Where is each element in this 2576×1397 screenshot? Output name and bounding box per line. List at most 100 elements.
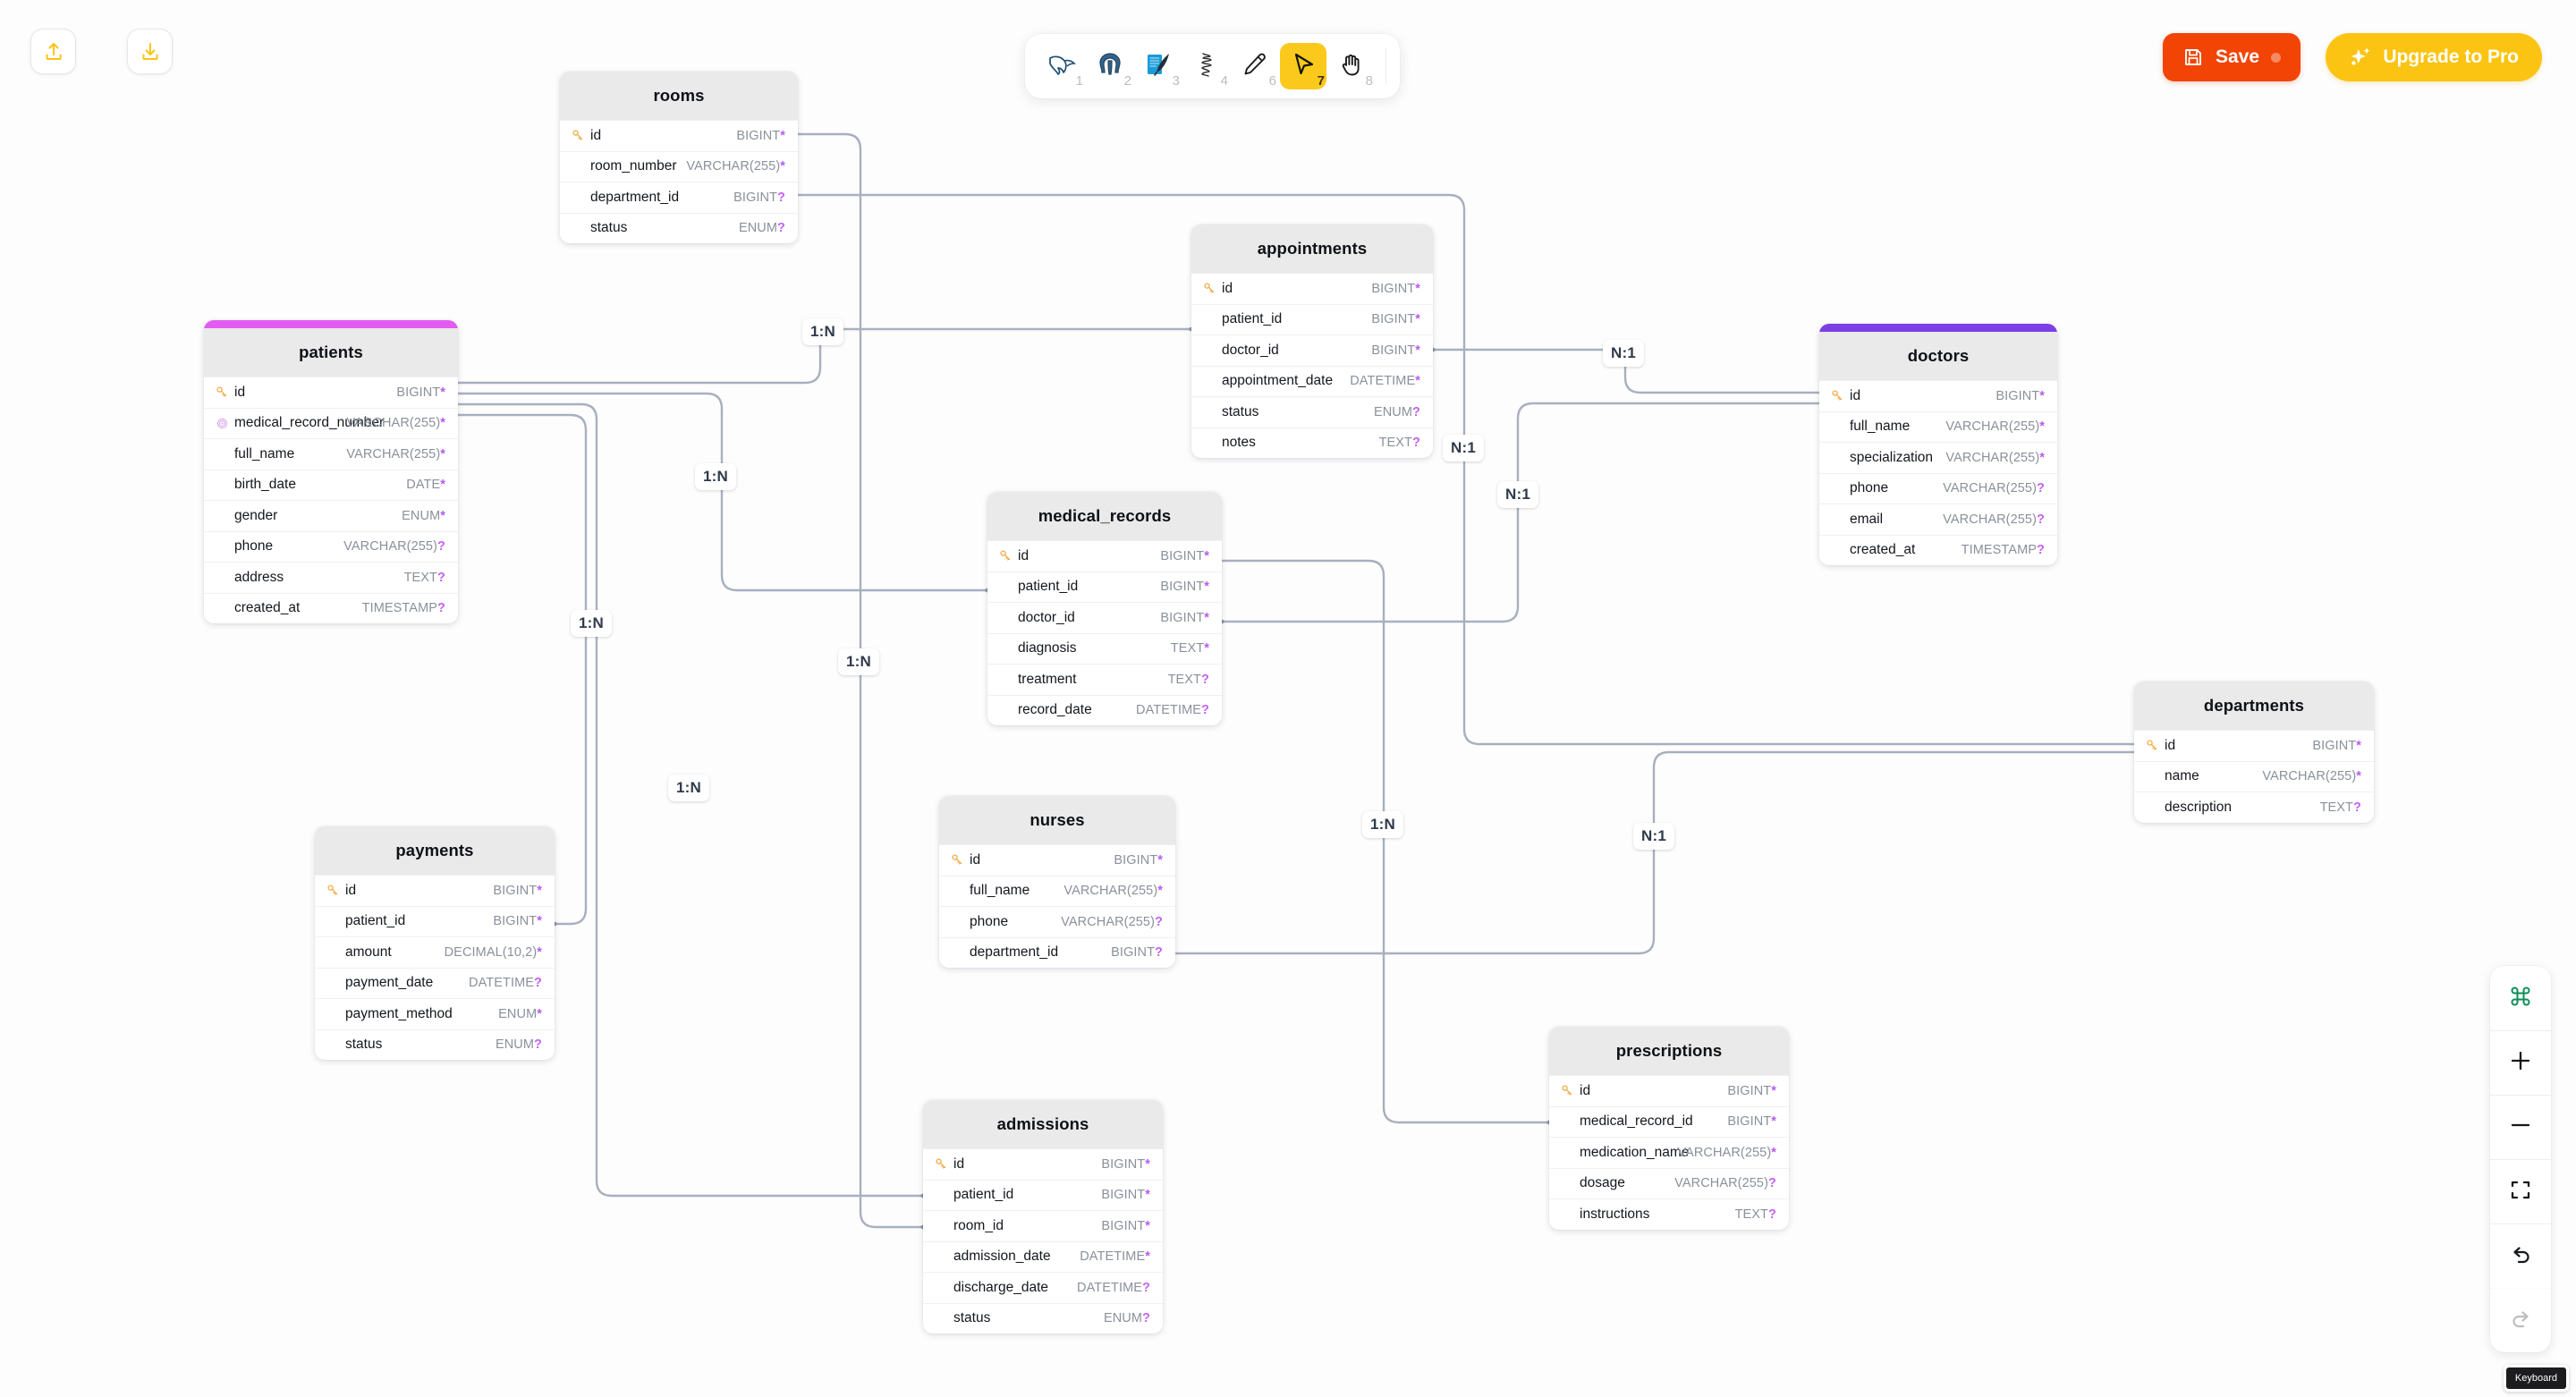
tool-shortcut-number: 7 bbox=[1317, 73, 1325, 89]
tool-sqlite[interactable]: 3 bbox=[1135, 43, 1182, 89]
column-name: full_name bbox=[970, 883, 1030, 899]
import-button[interactable] bbox=[30, 29, 76, 74]
rail-zoom-in-button[interactable] bbox=[2490, 1030, 2551, 1095]
sqlite-feather-icon bbox=[1145, 51, 1172, 82]
save-button[interactable]: Save bbox=[2162, 33, 2301, 81]
column-icon-empty bbox=[1832, 452, 1843, 463]
tool-draw[interactable]: 6 bbox=[1232, 43, 1278, 89]
column-type: DATETIME* bbox=[1080, 1249, 1150, 1265]
rail-undo-button[interactable] bbox=[2490, 1223, 2551, 1288]
tool-pan[interactable]: 8 bbox=[1328, 43, 1375, 89]
column-name: medical_record_number bbox=[234, 415, 385, 431]
column-nullability-marker: * bbox=[1145, 1188, 1150, 1203]
column-type: BIGINT* bbox=[1371, 281, 1420, 296]
export-button[interactable] bbox=[127, 29, 173, 74]
rail-zoom-out-button[interactable] bbox=[2490, 1095, 2551, 1159]
column-type: VARCHAR(255)? bbox=[1061, 914, 1163, 929]
upgrade-to-pro-button[interactable]: Upgrade to Pro bbox=[2326, 33, 2542, 81]
column-type: BIGINT* bbox=[736, 128, 785, 143]
column-name: description bbox=[2165, 799, 2232, 815]
sqlserver-icon bbox=[1193, 51, 1220, 82]
column-type: VARCHAR(255)? bbox=[1943, 512, 2045, 527]
keyboard-badge[interactable]: Keyboard bbox=[2503, 1365, 2569, 1392]
rail-shortcuts-button[interactable] bbox=[2490, 966, 2551, 1030]
tool-mysql[interactable]: 1 bbox=[1038, 43, 1085, 89]
tool-sqlserver[interactable]: 4 bbox=[1183, 43, 1230, 89]
column-nullability-marker: * bbox=[440, 446, 445, 461]
rail-fit-view-button[interactable] bbox=[2490, 1159, 2551, 1223]
tool-select[interactable]: 7 bbox=[1280, 43, 1326, 89]
tool-postgresql[interactable]: 2 bbox=[1087, 43, 1133, 89]
column-nullability-marker: * bbox=[2039, 388, 2045, 403]
column-nullability-marker: * bbox=[1415, 343, 1420, 358]
column-type: DECIMAL(10,2)* bbox=[444, 944, 542, 960]
column-type: BIGINT* bbox=[1160, 548, 1209, 563]
